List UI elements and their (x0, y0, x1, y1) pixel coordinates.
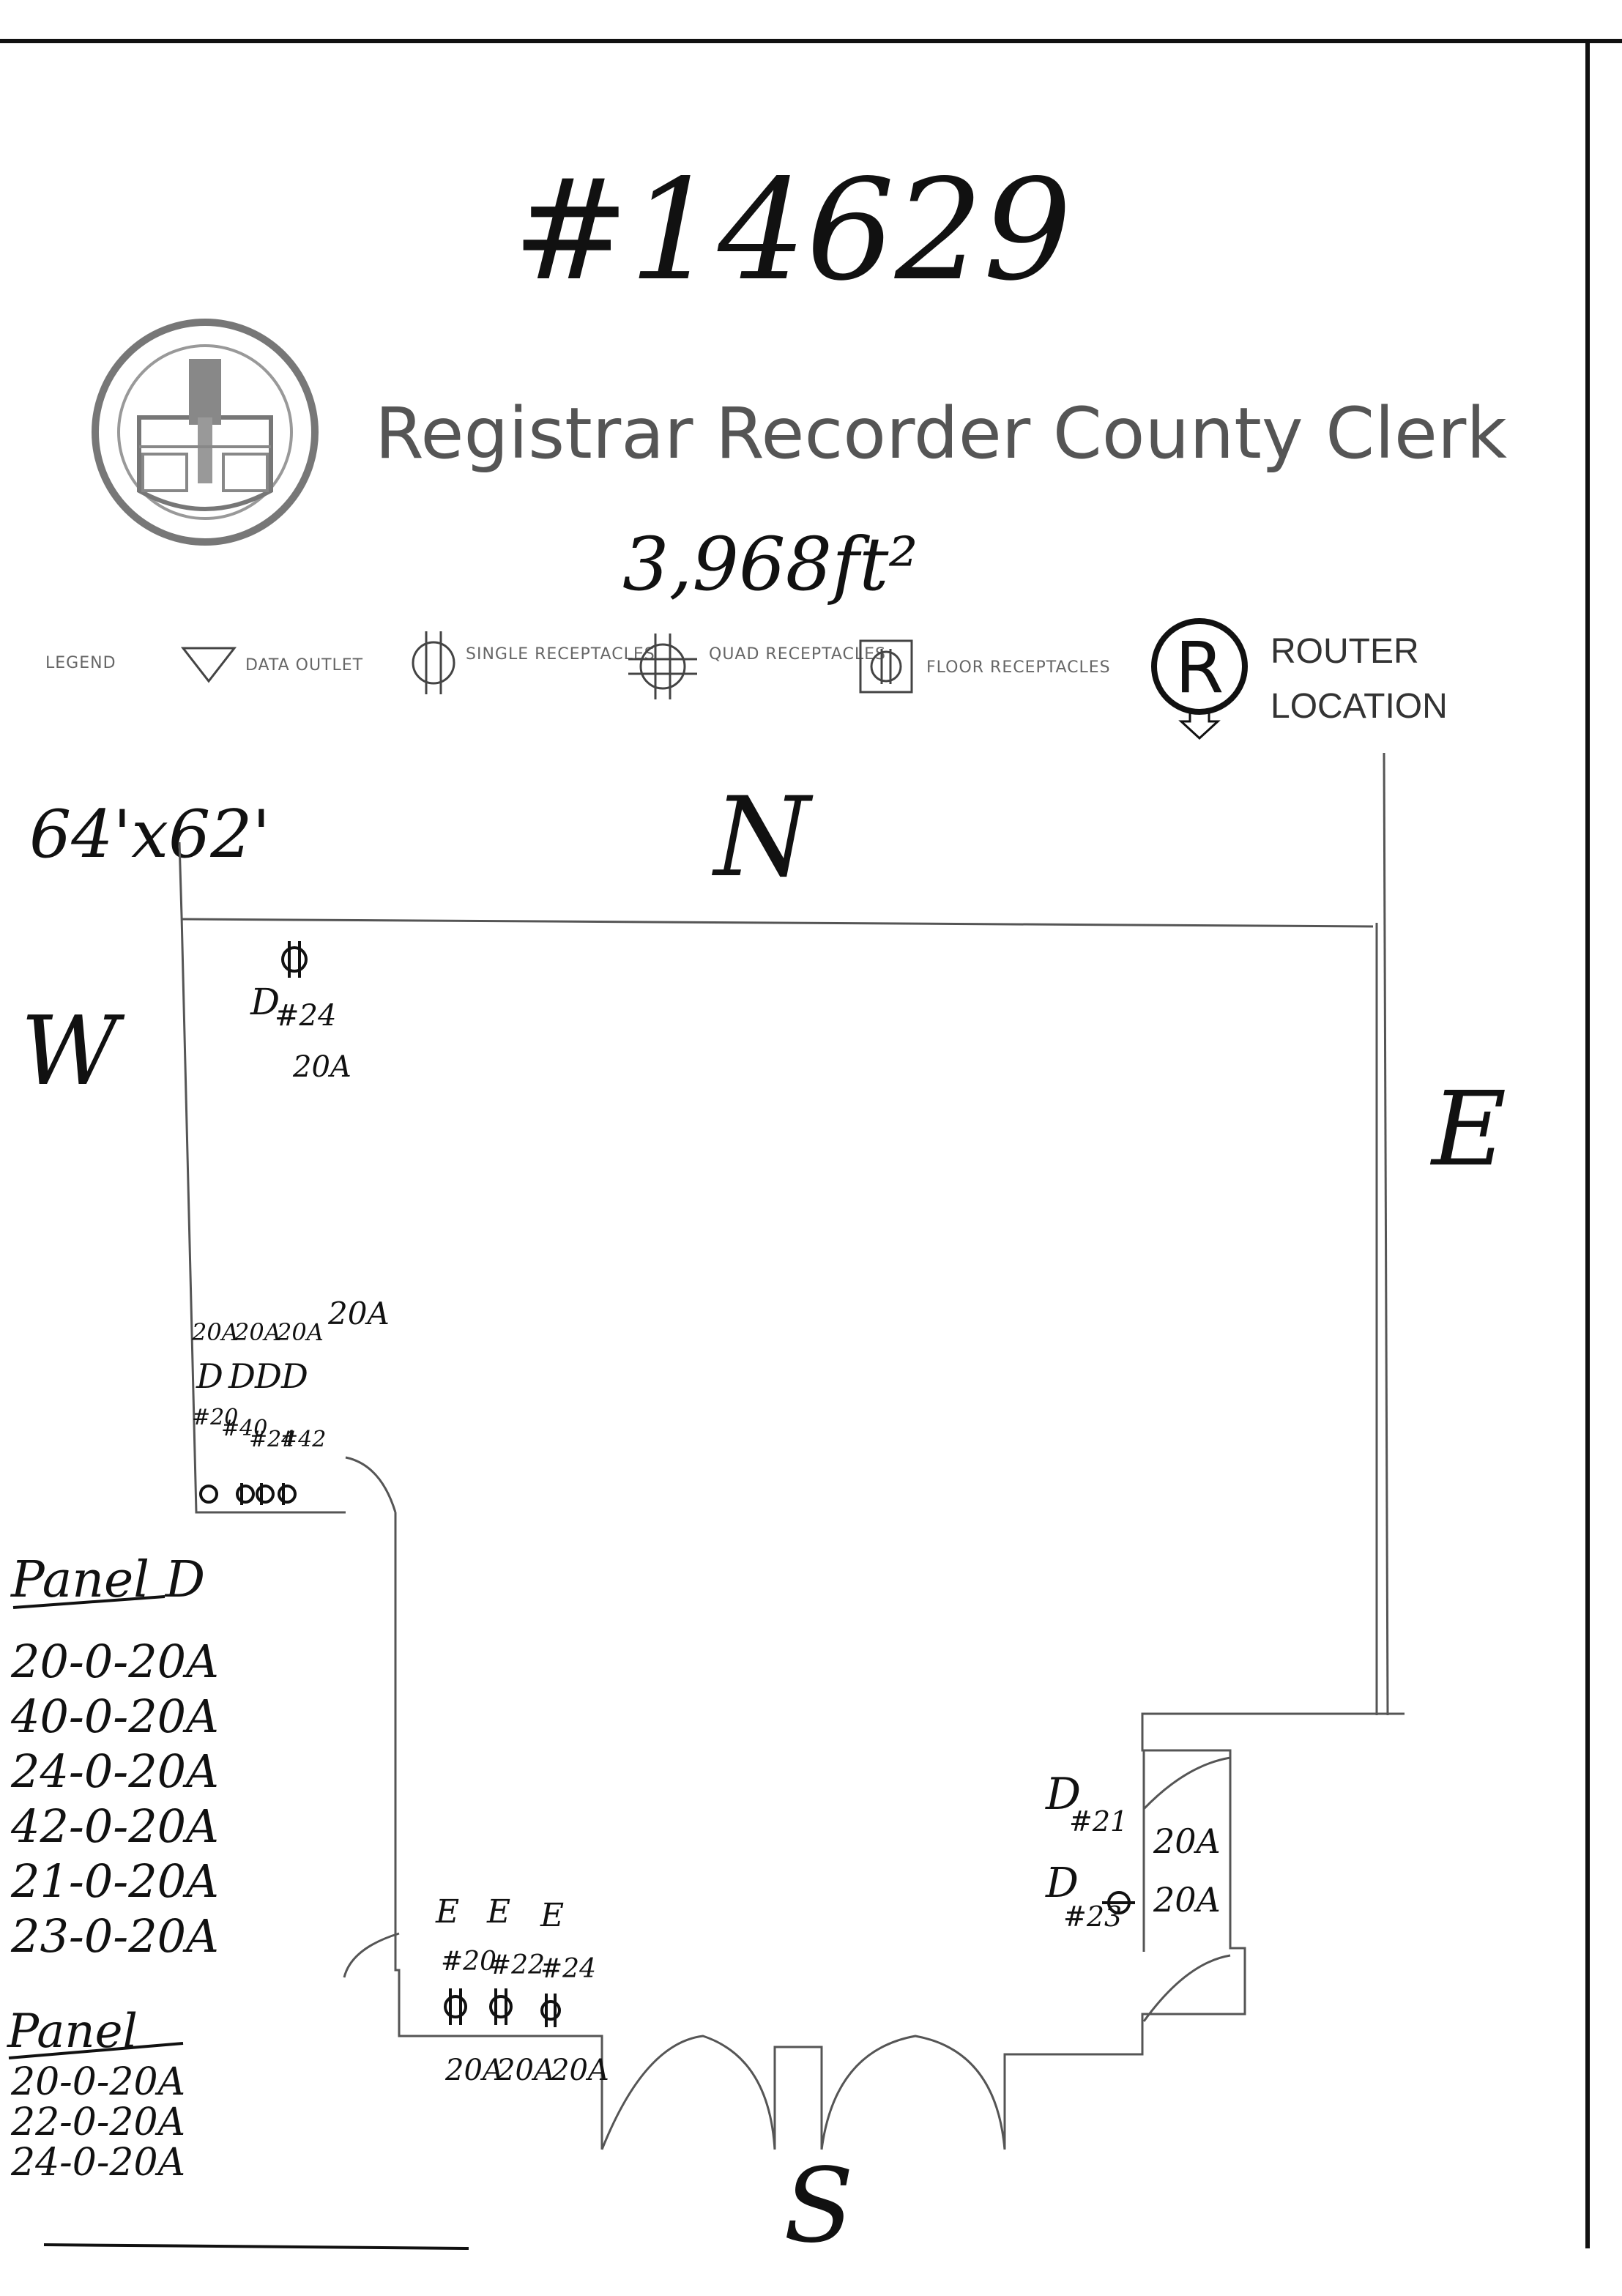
east-circuit-1: #21 (1069, 1805, 1128, 1838)
west-panel-1: D (196, 1356, 223, 1396)
compass-east: E (1429, 1070, 1506, 1189)
room-walls (178, 752, 1405, 2150)
east-amps-1: 20A (1153, 1821, 1221, 1861)
compass-north: N (712, 774, 814, 902)
south-panel-3: E (540, 1897, 564, 1934)
panel-e-title: Panel (7, 2005, 138, 2059)
legend-label: LEGEND (45, 654, 116, 672)
east-amps-2: 20A (1153, 1880, 1221, 1920)
south-amps-2: 20A (496, 2054, 555, 2087)
legend: LEGEND DATA OUTLET SINGLE RECEPTACLES QU… (45, 618, 1448, 740)
panel-d-row-2: 40-0-20A (10, 1690, 219, 1743)
organization-title: Registrar Recorder County Clerk (375, 393, 1507, 475)
south-panel-2: E (486, 1893, 510, 1931)
east-circuit-2: #23 (1063, 1901, 1122, 1933)
panel-d-row-3: 24-0-20A (10, 1745, 219, 1798)
router-icon: R (1151, 618, 1248, 740)
west-amps-1: 20A (191, 1318, 239, 1346)
panel-d-row-4: 42-0-20A (10, 1799, 219, 1853)
west-receptacles (199, 1483, 297, 1505)
east-panel-2: D (1045, 1860, 1079, 1907)
south-panel-1: E (435, 1893, 459, 1931)
panel-e-row-3: 24-0-20A (10, 2141, 185, 2185)
panel-d-schedule: Panel D 20-0-20A 40-0-20A 24-0-20A 42-0-… (10, 1551, 219, 1963)
west-panel-2: D (228, 1356, 256, 1396)
router-icon-glyph: R (1175, 627, 1224, 709)
outlet-west-group: 20A 20A 20A 20A D D D D #20 #40 #24 #42 (191, 1296, 390, 1505)
south-circuit-3: #24 (540, 1954, 596, 1984)
west-circuit-3: #24 (249, 1427, 295, 1452)
east-panel-1: D (1045, 1769, 1081, 1820)
west-amps-3: 20A (276, 1318, 324, 1346)
panel-e-row-1: 20-0-20A (10, 2060, 185, 2104)
outlet-east-group: D #21 20A D #23 20A (1045, 1769, 1221, 1933)
west-amps-4: 20A (327, 1296, 390, 1331)
panel-d-row-6: 23-0-20A (10, 1909, 219, 1963)
single-receptacle-icon (412, 631, 455, 694)
outlet-south-group: E E E #20 #22 #24 20A 20A 20A (435, 1893, 609, 2087)
floor-receptacle-icon (859, 639, 913, 694)
scan-bottom-edge (43, 2243, 469, 2250)
outlet-nw-amps: 20A (292, 1050, 351, 1084)
panel-e-schedule: Panel 20-0-20A 22-0-20A 24-0-20A (7, 2005, 185, 2185)
panel-d-row-1: 20-0-20A (10, 1635, 219, 1688)
south-amps-3: 20A (550, 2054, 609, 2087)
floor-area: 3,968ft² (622, 521, 918, 607)
compass-west: W (21, 995, 125, 1107)
compass-south: S (784, 2147, 854, 2266)
legend-floor-receptacle-label: FLOOR RECEPTACLES (926, 658, 1111, 677)
legend-single-receptacle-label: SINGLE RECEPTACLES (466, 645, 655, 664)
west-panel-3: D (254, 1356, 282, 1396)
panel-e-row-2: 22-0-20A (10, 2100, 185, 2144)
legend-data-outlet-label: DATA OUTLET (245, 656, 363, 675)
south-circuit-2: #22 (489, 1950, 545, 1980)
data-outlet-icon (180, 647, 237, 683)
panel-d-row-5: 21-0-20A (10, 1854, 219, 1908)
outlet-nw: D #24 20A (250, 941, 351, 1084)
west-circuit-1: #20 (192, 1405, 238, 1430)
west-circuit-4: #42 (280, 1427, 326, 1452)
west-circuit-2: #40 (221, 1416, 267, 1441)
south-circuit-1: #20 (441, 1947, 496, 1977)
south-amps-1: 20A (444, 2054, 504, 2087)
east-receptacle-icon (1102, 1891, 1135, 1914)
legend-quad-receptacle-label: QUAD RECEPTACLES (709, 645, 886, 664)
outlet-nw-panel: D (250, 981, 280, 1023)
job-number: #14629 (513, 149, 1072, 311)
legend-router-label-line1: ROUTER (1271, 632, 1419, 671)
west-panel-4: D (280, 1356, 308, 1396)
quad-receptacle-icon (628, 634, 697, 699)
legend-router-label-line2: LOCATION (1271, 687, 1448, 726)
west-amps-2: 20A (234, 1318, 281, 1346)
outlet-nw-circuit: #24 (275, 999, 336, 1033)
county-seal-icon (92, 319, 319, 546)
room-dimensions: 64'x62' (29, 796, 270, 873)
south-receptacles (444, 1988, 561, 2027)
